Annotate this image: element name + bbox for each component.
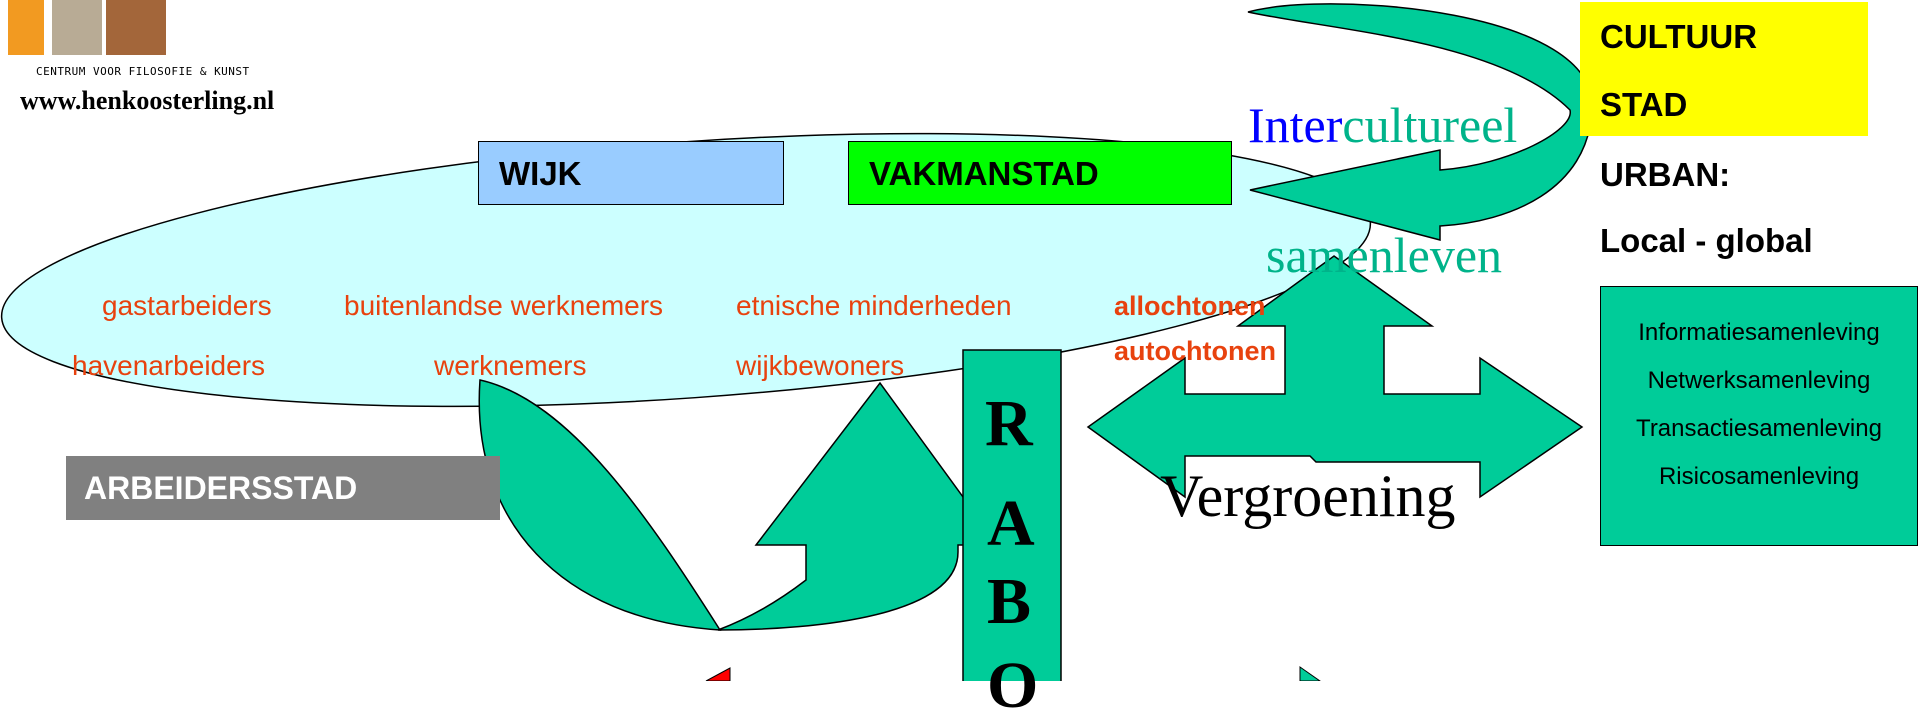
term-werknemers: werknemers (434, 350, 587, 381)
website-link[interactable]: www.henkoosterling.nl (20, 86, 275, 115)
urban-label: URBAN: (1600, 156, 1731, 193)
curved-arrow-intercultureel (1247, 3, 1593, 241)
rabo-letter-a: A (987, 487, 1035, 560)
rabo-letter-r: R (985, 387, 1033, 460)
local-global-label: Local - global (1600, 222, 1813, 259)
wijk-box: WIJK (478, 141, 784, 205)
vergroening-label: Vergroening (1160, 463, 1456, 529)
teal-arrow-tip (1299, 666, 1321, 681)
rabo-letter-o: O (987, 649, 1039, 722)
inter-part: Inter (1248, 97, 1343, 153)
term-buitenlandse-werknemers: buitenlandse werknemers (344, 290, 664, 321)
vakmanstad-label: VAKMANSTAD (869, 155, 1099, 192)
three-way-arrow-vergroening (1086, 255, 1584, 499)
arbeidersstad-label: ARBEIDERSSTAD (84, 470, 358, 506)
cultuur-stad-box (1580, 2, 1868, 136)
wijk-label: WIJK (499, 155, 582, 192)
leaf-shape (478, 379, 722, 631)
cultuur-label: CULTUUR (1600, 18, 1758, 55)
logo-tagline: CENTRUM VOOR FILOSOFIE & KUNST (36, 65, 250, 78)
cultureel-part: cultureel (1342, 97, 1518, 153)
logo-block-grey (52, 0, 102, 55)
term-wijkbewoners: wijkbewoners (736, 350, 905, 381)
society-transactie: Transactiesamenleving (1636, 415, 1882, 442)
societies-box: Informatiesamenleving Netwerksamenleving… (1600, 286, 1918, 546)
arbeidersstad-box: ARBEIDERSSTAD (66, 456, 500, 520)
logo-block-brown (106, 0, 166, 55)
term-havenarbeiders: havenarbeiders (72, 350, 266, 381)
society-risico: Risicosamenleving (1658, 463, 1860, 490)
samenleven-label: samenleven (1266, 227, 1503, 283)
red-arrow-tip (705, 667, 731, 681)
rabo-letter-b: B (987, 565, 1032, 638)
stad-label: STAD (1600, 86, 1688, 123)
rabo-bar (962, 349, 1062, 681)
society-informatie: Informatiesamenleving (1638, 319, 1880, 346)
logo-block-orange (8, 0, 44, 55)
vakmanstad-box: VAKMANSTAD (848, 141, 1232, 205)
arrow-shaft (717, 381, 1000, 631)
society-netwerk: Netwerksamenleving (1647, 367, 1871, 394)
term-etnische-minderheden: etnische minderheden (736, 290, 1012, 321)
term-gastarbeiders: gastarbeiders (102, 290, 272, 321)
term-allochtonen: allochtonen (1114, 291, 1266, 321)
intercultureel-label: Intercultureel (1248, 96, 1517, 154)
term-autochtonen: autochtonen (1114, 336, 1276, 366)
